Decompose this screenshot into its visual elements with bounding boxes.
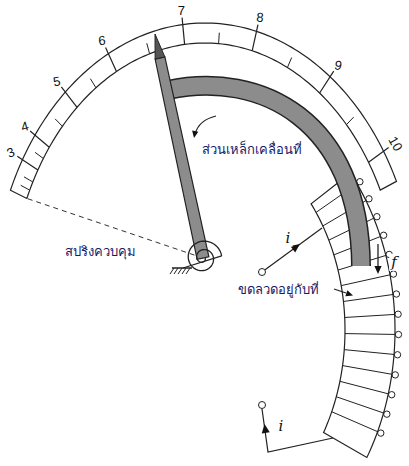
- minor-tick: [218, 33, 220, 44]
- scale-number: 8: [255, 10, 263, 25]
- scale-number: 3: [5, 145, 17, 161]
- coil-winding: [332, 412, 378, 432]
- coil-loop: [384, 411, 390, 417]
- coil-winding: [345, 333, 395, 335]
- minor-tick: [346, 117, 353, 125]
- scale-number: 5: [52, 74, 62, 89]
- coil-winding: [345, 314, 395, 317]
- major-tick: [182, 18, 185, 45]
- coil-loop: [395, 331, 401, 337]
- part-label: ส่วนเหล็กเคลื่อนที่: [200, 143, 304, 157]
- coil-loop: [366, 196, 372, 202]
- scale-number: 10: [385, 134, 405, 154]
- coil-loop: [374, 213, 380, 219]
- terminal: [259, 269, 266, 276]
- part-label: สปริงควบคุม: [63, 245, 138, 259]
- coil-loop: [393, 291, 399, 297]
- major-tick: [106, 47, 117, 71]
- minor-tick: [287, 58, 291, 68]
- minor-tick: [21, 185, 30, 190]
- coil-winding: [340, 381, 388, 394]
- coil-loop: [394, 352, 400, 358]
- ground-hatch: [174, 268, 178, 274]
- ground-hatch: [178, 268, 182, 274]
- rotation-arrow-head: [192, 131, 198, 138]
- pointer: [155, 57, 209, 259]
- current-arrow: [262, 424, 270, 433]
- coil-loop: [392, 372, 398, 378]
- force-symbol: f: [389, 254, 399, 271]
- major-tick: [30, 131, 49, 147]
- scale-number: 4: [19, 119, 30, 135]
- ground-hatch: [170, 268, 174, 274]
- scale-number: 7: [178, 3, 185, 17]
- major-tick: [17, 156, 38, 170]
- part-label: ขดลวดอยู่กับที่: [236, 283, 321, 297]
- leader-arrow-head: [345, 290, 353, 296]
- spring-anchor-link: [183, 256, 222, 268]
- rotation-arrow: [195, 116, 216, 134]
- major-tick: [252, 25, 258, 51]
- minor-tick: [147, 43, 150, 54]
- leader-line: [334, 289, 346, 293]
- coil-winding: [336, 397, 383, 413]
- lead-wire: [262, 228, 322, 272]
- ground-hatch: [182, 268, 186, 274]
- minor-tick: [35, 152, 43, 158]
- current-symbol: i: [277, 418, 286, 435]
- force-arrow-head: [374, 266, 381, 274]
- major-tick: [369, 148, 389, 163]
- minor-tick: [24, 177, 33, 182]
- minor-tick: [90, 79, 96, 88]
- control-spring: [188, 241, 221, 271]
- terminal: [259, 402, 266, 409]
- coil-winding: [344, 350, 394, 355]
- coil-loop: [380, 232, 386, 238]
- ground-hatch: [186, 268, 190, 274]
- current-symbol: i: [284, 230, 293, 247]
- coil-loop: [378, 430, 384, 436]
- major-tick: [61, 87, 77, 107]
- scale-number: 9: [333, 58, 343, 73]
- major-tick: [320, 71, 334, 93]
- force-arrow: [377, 244, 378, 266]
- lead-wire: [262, 409, 333, 452]
- coil-winding: [341, 275, 390, 286]
- scale-number: 6: [98, 34, 106, 49]
- pointer-tip: [155, 34, 165, 59]
- minor-tick: [55, 119, 62, 127]
- coil-loop: [390, 271, 396, 277]
- coil-loop: [388, 392, 394, 398]
- coil-winding: [343, 366, 392, 375]
- coil-loop: [395, 311, 401, 317]
